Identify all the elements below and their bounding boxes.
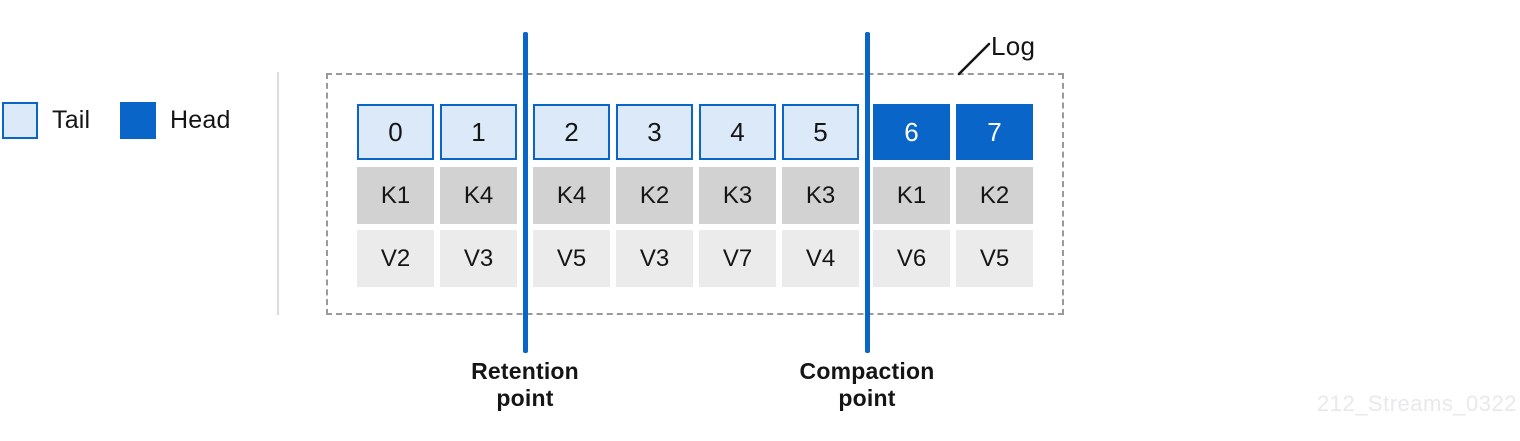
offset-cell: 3: [616, 104, 693, 160]
retention-label-line2: point: [496, 385, 554, 411]
compaction-label-line1: Compaction: [799, 358, 935, 384]
legend-separator-line: [277, 72, 279, 315]
key-cell: K4: [440, 167, 517, 224]
log-label: Log: [991, 31, 1036, 61]
key-cell: K1: [873, 167, 950, 224]
value-cell: V5: [533, 230, 610, 287]
legend-item-tail: Tail: [2, 102, 90, 139]
key-cell: K2: [956, 167, 1033, 224]
retention-point-line: [523, 32, 528, 353]
offset-cell: 4: [699, 104, 776, 160]
legend-item-head: Head: [120, 102, 231, 139]
offset-cell: 0: [357, 104, 434, 160]
key-cell: K2: [616, 167, 693, 224]
key-cell: K3: [782, 167, 859, 224]
legend-head-label: Head: [170, 106, 231, 134]
key-cell: K1: [357, 167, 434, 224]
log-dashed-box: [326, 73, 1064, 315]
watermark: 212_Streams_0322: [1316, 391, 1517, 416]
offset-cell: 6: [873, 104, 950, 160]
retention-point-label: Retention point: [415, 358, 635, 412]
log-pointer-line: [957, 42, 991, 76]
compaction-point-line: [865, 32, 870, 353]
key-cell: K4: [533, 167, 610, 224]
tail-swatch-icon: [2, 102, 38, 139]
value-cell: V3: [616, 230, 693, 287]
value-cell: V5: [956, 230, 1033, 287]
key-cell: K3: [699, 167, 776, 224]
offset-cell: 5: [782, 104, 859, 160]
head-swatch-icon: [120, 102, 156, 139]
offset-cell: 2: [533, 104, 610, 160]
offset-cell: 1: [440, 104, 517, 160]
offset-cell: 7: [956, 104, 1033, 160]
compaction-point-label: Compaction point: [757, 358, 977, 412]
value-cell: V4: [782, 230, 859, 287]
compaction-label-line2: point: [838, 385, 896, 411]
value-cell: V6: [873, 230, 950, 287]
value-cell: V7: [699, 230, 776, 287]
value-cell: V2: [357, 230, 434, 287]
legend-tail-label: Tail: [52, 106, 91, 134]
value-cell: V3: [440, 230, 517, 287]
retention-label-line1: Retention: [471, 358, 579, 384]
